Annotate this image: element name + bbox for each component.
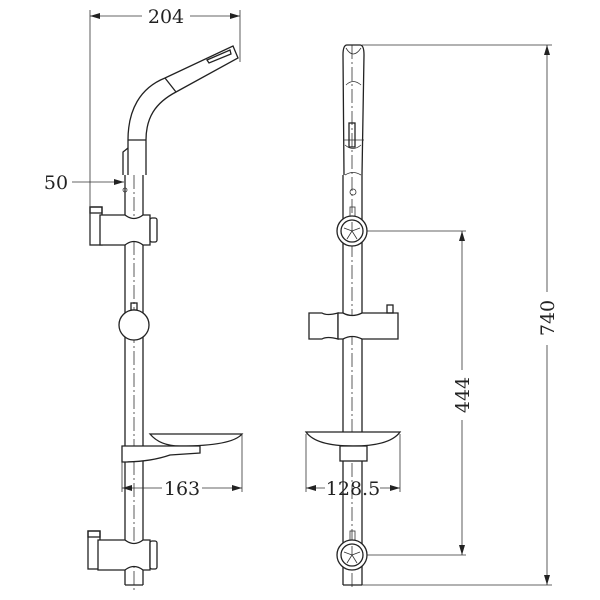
- dim-50: 50: [44, 172, 68, 194]
- dim-444: 444: [452, 377, 474, 413]
- upper-bracket: [89, 206, 158, 246]
- dim-204: 204: [148, 6, 184, 28]
- upper-wall-bracket: [336, 206, 368, 247]
- lower-bracket: [87, 530, 158, 571]
- dimension-lines: [72, 10, 552, 586]
- front-view: [304, 44, 402, 590]
- hand-shower: [122, 45, 239, 193]
- side-view: [87, 45, 244, 590]
- dimension-labels: 204 50 163 128.5 444 740: [44, 6, 559, 500]
- wall-mount-knob: [118, 302, 150, 341]
- slide-bracket-front: [308, 304, 399, 340]
- soap-dish-side: [121, 433, 244, 463]
- soap-dish-front: [304, 431, 402, 462]
- dim-740: 740: [537, 300, 559, 336]
- dim-163: 163: [164, 478, 200, 500]
- hand-shower-front: [342, 44, 365, 196]
- lower-wall-bracket: [336, 530, 368, 571]
- dim-128-5: 128.5: [326, 478, 380, 500]
